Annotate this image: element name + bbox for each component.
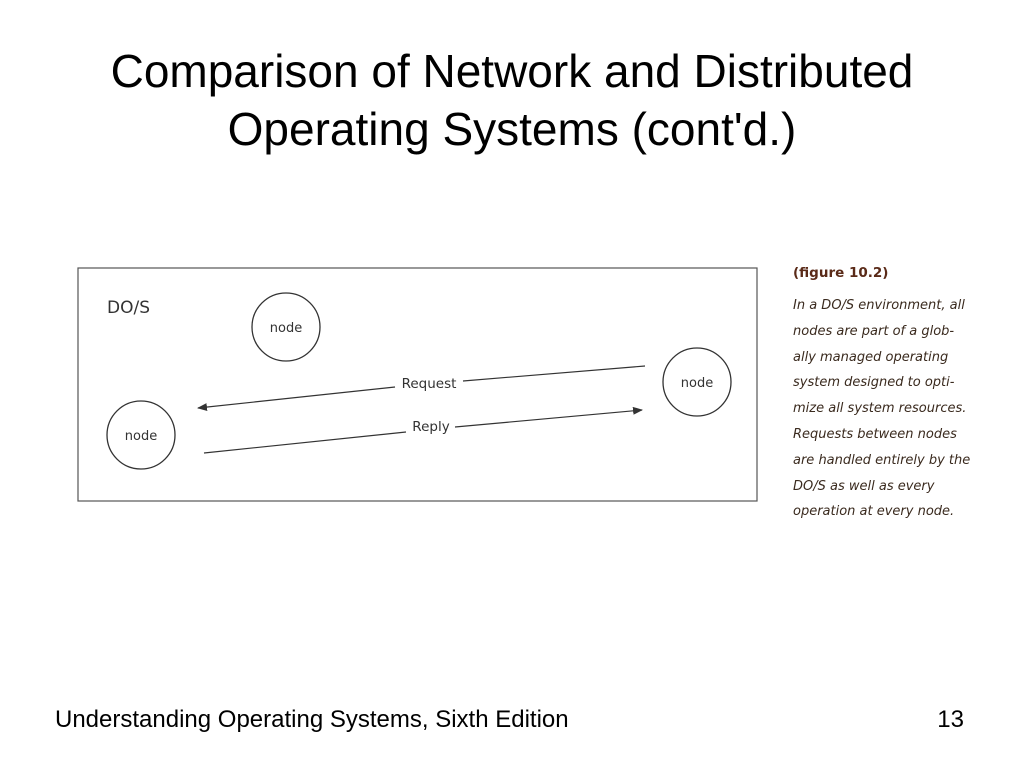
footer-page-number: 13: [937, 706, 964, 733]
footer-book-title: Understanding Operating Systems, Sixth E…: [55, 706, 569, 733]
figure-caption-line: In a DO/S environment, all: [793, 298, 965, 313]
figure-caption-line: Requests between nodes: [793, 426, 957, 442]
request-label: Request: [402, 376, 457, 392]
request-arrow: [197, 386, 396, 412]
figure-caption-heading: (figure 10.2): [793, 265, 889, 281]
request-line-right: [462, 365, 646, 382]
node-circle-left: [106, 400, 176, 470]
node-label-top: node: [270, 321, 302, 336]
figure-caption-line: nodes are part of a glob-: [793, 323, 955, 339]
slide-title-line-2: Operating Systems (cont'd.): [227, 103, 797, 155]
figure-caption-line: DO/S as well as every: [793, 478, 935, 494]
reply-line-left: [203, 431, 407, 454]
figure-caption: (figure 10.2) In a DO/S environment, all…: [793, 265, 993, 525]
node-circle-right: [662, 347, 732, 417]
dos-label: DO/S: [107, 298, 150, 318]
reply-label: Reply: [412, 419, 449, 435]
figure-caption-line: system designed to opti-: [793, 375, 955, 391]
node-circle-top: [251, 292, 321, 362]
node-label-right: node: [681, 376, 713, 391]
node-label-left: node: [125, 429, 157, 444]
slide-title: Comparison of Network and Distributed Op…: [20, 42, 1004, 158]
figure-caption-line: operation at every node.: [793, 504, 955, 520]
slide-title-line-1: Comparison of Network and Distributed: [110, 45, 914, 97]
figure-caption-line: are handled entirely by the: [793, 452, 971, 468]
reply-arrow: [454, 406, 643, 428]
figure-caption-line: mize all system resources.: [793, 401, 967, 417]
figure-caption-line: ally managed operating: [793, 349, 949, 365]
diagram-frame: [77, 267, 758, 502]
